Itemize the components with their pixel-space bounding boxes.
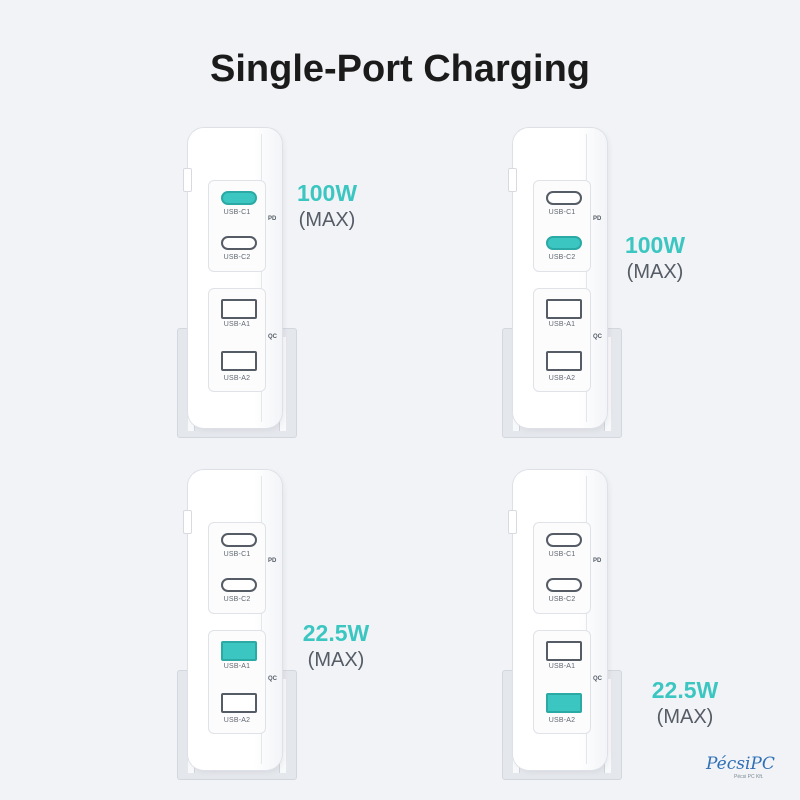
usb-a1-label: USB-A1: [223, 321, 251, 328]
usb-c2-label: USB-C2: [548, 254, 576, 261]
charger-body: USB-C1 USB-C2 PD USB-A1 USB-A2 QC: [188, 128, 282, 428]
body-seam: [586, 134, 587, 422]
charger-body: USB-C1 USB-C2 PD USB-A1 USB-A2 QC: [188, 470, 282, 770]
usb-a2-port: [546, 351, 582, 371]
usb-a1-port: [546, 299, 582, 319]
page-title: Single-Port Charging: [210, 48, 590, 90]
usb-c2-port: [546, 236, 582, 250]
usb-c2-label: USB-C2: [223, 254, 251, 261]
charger-panel-2: USB-C1 USB-C2 PD USB-A1 USB-A2 QC: [502, 128, 622, 438]
usb-c1-port: [221, 533, 257, 547]
usb-c1-label: USB-C1: [548, 551, 576, 558]
usb-a2-port: [546, 693, 582, 713]
watermark-subtext: Pécsi PC Kft.: [734, 774, 764, 780]
usb-a2-port: [221, 693, 257, 713]
usb-a2-label: USB-A2: [223, 375, 251, 382]
pd-port-plate: USB-C1 USB-C2: [533, 522, 591, 614]
watt-value: 22.5W: [651, 677, 719, 703]
charger-body: USB-C1 USB-C2 PD USB-A1 USB-A2 QC: [513, 470, 607, 770]
charger-side-tab: [183, 510, 192, 534]
pd-tag: PD: [268, 216, 277, 222]
qc-tag: QC: [593, 334, 602, 340]
pd-port-plate: USB-C1 USB-C2: [208, 522, 266, 614]
body-seam: [261, 134, 262, 422]
max-label: (MAX): [656, 706, 714, 728]
watermark-text: PécsiPC: [706, 754, 775, 774]
usb-c1-label: USB-C1: [548, 209, 576, 216]
watt-value: 22.5W: [302, 620, 370, 646]
usb-c1-label: USB-C1: [223, 551, 251, 558]
max-label: (MAX): [626, 261, 684, 283]
usb-c2-port: [221, 578, 257, 592]
pd-port-plate: USB-C1 USB-C2: [533, 180, 591, 272]
usb-a1-port: [546, 641, 582, 661]
qc-tag: QC: [268, 676, 277, 682]
max-label: (MAX): [298, 209, 356, 231]
usb-a1-label: USB-A1: [548, 663, 576, 670]
usb-c2-port: [221, 236, 257, 250]
usb-a2-label: USB-A2: [548, 717, 576, 724]
body-seam: [261, 476, 262, 764]
usb-a1-label: USB-A1: [548, 321, 576, 328]
qc-port-plate: USB-A1 USB-A2: [208, 288, 266, 392]
charger-panel-3: USB-C1 USB-C2 PD USB-A1 USB-A2 QC: [177, 470, 297, 780]
qc-port-plate: USB-A1 USB-A2: [533, 630, 591, 734]
watermark-logo: PécsiPC Pécsi PC Kft.: [706, 754, 794, 794]
charger-side-tab: [183, 168, 192, 192]
charger-side-tab: [508, 168, 517, 192]
power-rating-2: 100W (MAX): [620, 232, 690, 284]
power-rating-1: 100W (MAX): [292, 180, 362, 232]
usb-c2-label: USB-C2: [223, 596, 251, 603]
qc-tag: QC: [268, 334, 277, 340]
usb-c1-port: [546, 533, 582, 547]
usb-a1-port: [221, 641, 257, 661]
usb-a2-label: USB-A2: [223, 717, 251, 724]
charger-side-tab: [508, 510, 517, 534]
usb-c1-port: [221, 191, 257, 205]
charger-panel-1: USB-C1 USB-C2 PD USB-A1 USB-A2 QC: [177, 128, 297, 438]
max-label: (MAX): [307, 649, 365, 671]
usb-c2-label: USB-C2: [548, 596, 576, 603]
power-rating-3: 22.5W (MAX): [296, 620, 376, 672]
usb-c1-port: [546, 191, 582, 205]
power-rating-4: 22.5W (MAX): [645, 677, 725, 729]
pd-tag: PD: [268, 558, 277, 564]
qc-port-plate: USB-A1 USB-A2: [533, 288, 591, 392]
pd-port-plate: USB-C1 USB-C2: [208, 180, 266, 272]
watt-value: 100W: [296, 180, 358, 206]
usb-c1-label: USB-C1: [223, 209, 251, 216]
qc-port-plate: USB-A1 USB-A2: [208, 630, 266, 734]
qc-tag: QC: [593, 676, 602, 682]
usb-a1-label: USB-A1: [223, 663, 251, 670]
pd-tag: PD: [593, 216, 602, 222]
usb-a2-label: USB-A2: [548, 375, 576, 382]
charger-panel-4: USB-C1 USB-C2 PD USB-A1 USB-A2 QC: [502, 470, 622, 780]
body-seam: [586, 476, 587, 764]
usb-a2-port: [221, 351, 257, 371]
watt-value: 100W: [624, 232, 686, 258]
usb-c2-port: [546, 578, 582, 592]
pd-tag: PD: [593, 558, 602, 564]
usb-a1-port: [221, 299, 257, 319]
charger-body: USB-C1 USB-C2 PD USB-A1 USB-A2 QC: [513, 128, 607, 428]
